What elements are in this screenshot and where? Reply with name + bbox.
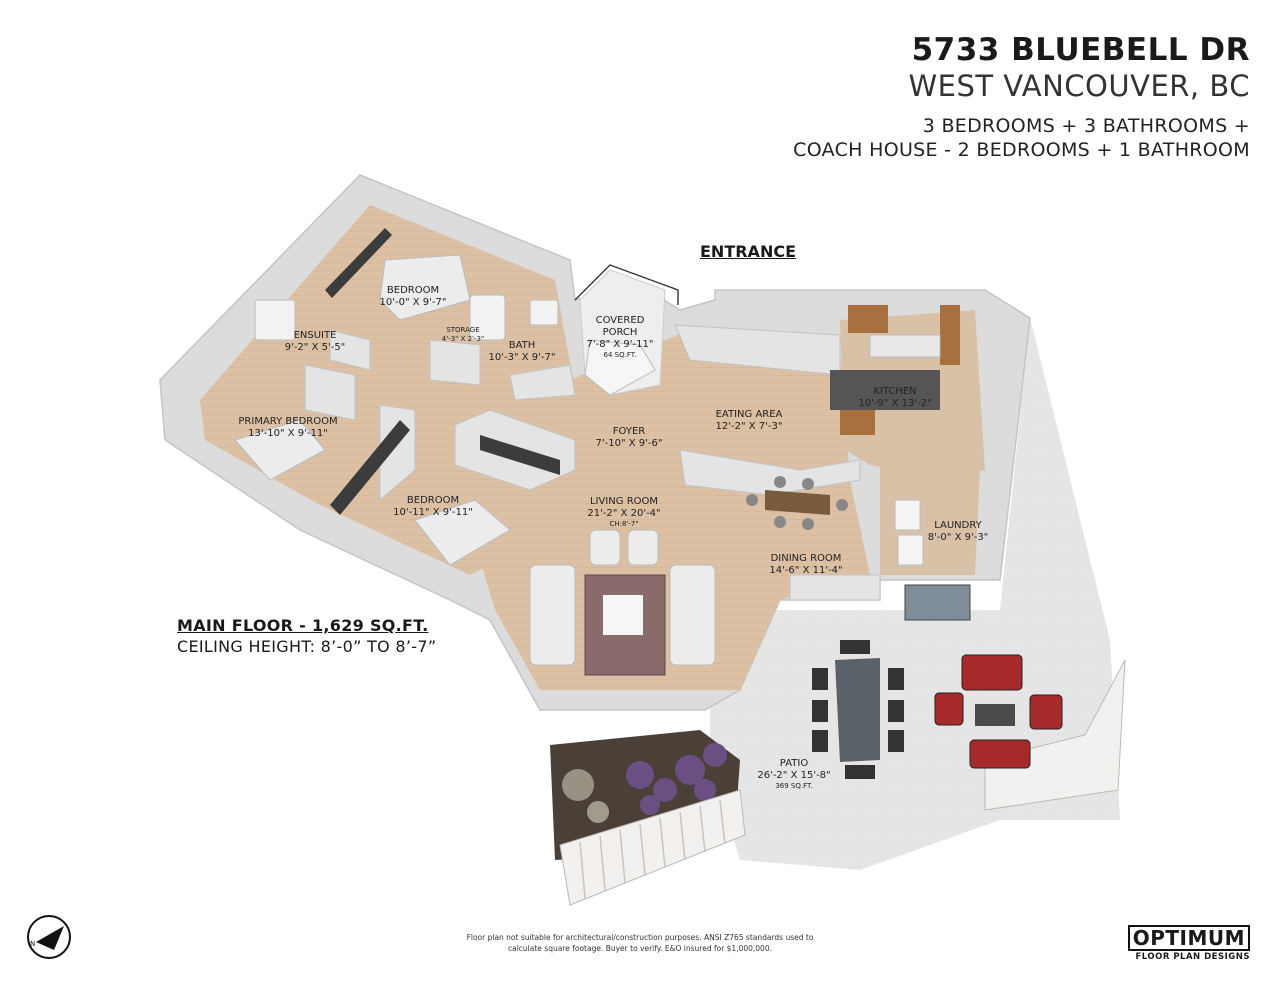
room-dims: 10'-3" X 9'-7" — [488, 352, 556, 363]
room-primary-bedroom: PRIMARY BEDROOM 13'-10" X 9'-11" — [238, 416, 337, 440]
room-name: PATIO — [779, 758, 809, 769]
floor-info: MAIN FLOOR - 1,629 SQ.FT. CEILING HEIGHT… — [177, 616, 436, 656]
room-bath: BATH 10'-3" X 9'-7" — [489, 340, 556, 364]
north-arrow-icon: N — [27, 915, 71, 959]
room-name: ENSUITE — [293, 330, 337, 341]
room-name: LIVING ROOM — [589, 496, 659, 507]
room-kitchen: KITCHEN 10'-9" X 13'-2" — [858, 386, 931, 410]
svg-text:N: N — [30, 940, 35, 948]
room-area: 64 SQ.FT. — [603, 351, 637, 359]
room-name: BEDROOM — [386, 285, 440, 296]
room-covered-porch: COVERED PORCH 7'-8" X 9'-11" 64 SQ.FT. — [587, 315, 654, 360]
optimum-logo: OPTIMUM FLOOR PLAN DESIGNS — [1127, 925, 1250, 962]
room-dims: 7'-10" X 9'-6" — [595, 438, 663, 449]
room-dims: 14'-6" X 11'-4" — [769, 565, 843, 576]
room-laundry: LAUNDRY 8'-0" X 9'-3" — [928, 520, 989, 544]
room-dining-room: DINING ROOM 14'-6" X 11'-4" — [769, 553, 842, 577]
fence-bottom — [559, 789, 746, 906]
room-dims: 12'-2" X 7'-3" — [715, 421, 783, 432]
patio-dining-table — [835, 658, 880, 762]
room-name: FOYER — [612, 426, 646, 437]
fence-right — [984, 659, 1126, 811]
room-name-line1: COVERED — [595, 315, 645, 326]
room-name-line2: PORCH — [602, 327, 638, 338]
bbq — [904, 584, 971, 621]
disclaimer-line-1: Floor plan not suitable for architectura… — [466, 933, 814, 942]
room-living-room: LIVING ROOM 21'-2" X 20'-4" CH:8'-7" — [587, 496, 660, 529]
room-name: KITCHEN — [873, 386, 917, 397]
disclaimer: Floor plan not suitable for architectura… — [440, 932, 840, 954]
room-dims: 8'-0" X 9'-3" — [927, 532, 989, 543]
room-foyer: FOYER 7'-10" X 9'-6" — [596, 426, 663, 450]
address-title: 5733 BLUEBELL DR — [911, 32, 1250, 68]
room-ceiling-height: CH:8'-7" — [609, 520, 639, 528]
bedroom-furniture — [234, 254, 511, 566]
room-dims: 26'-2" X 15'-8" — [757, 770, 831, 781]
disclaimer-line-2: calculate square footage. Buyer to verif… — [507, 944, 772, 953]
room-dims: 7'-8" X 9'-11" — [586, 339, 654, 350]
room-name: STORAGE — [446, 326, 480, 334]
room-dims: 10'-9" X 13'-2" — [858, 398, 932, 409]
summary-line-1: 3 BEDROOMS + 3 BATHROOMS + — [922, 115, 1250, 137]
room-name: BATH — [508, 340, 536, 351]
room-name: LAUNDRY — [934, 520, 982, 531]
room-storage: STORAGE 4'-3" X 2'-3" — [442, 326, 484, 344]
room-bedroom-top: BEDROOM 10'-0" X 9'-7" — [380, 285, 447, 309]
room-dims: 13'-10" X 9'-11" — [248, 428, 328, 439]
dining-table — [765, 490, 830, 515]
room-name: BEDROOM — [406, 495, 460, 506]
room-bedroom-mid: BEDROOM 10'-11" X 9'-11" — [393, 495, 473, 519]
entrance-label: ENTRANCE — [700, 242, 796, 261]
room-area: 369 SQ.FT. — [775, 782, 813, 790]
city-subtitle: WEST VANCOUVER, BC — [908, 69, 1250, 103]
room-dims: 10'-11" X 9'-11" — [393, 507, 473, 518]
logo-wordmark: OPTIMUM — [1127, 925, 1250, 951]
logo-tagline: FLOOR PLAN DESIGNS — [1135, 952, 1250, 962]
room-ensuite: ENSUITE 9'-2" X 5'-5" — [285, 330, 346, 354]
room-name: DINING ROOM — [770, 553, 842, 564]
room-name: PRIMARY BEDROOM — [238, 416, 338, 427]
room-dims: 21'-2" X 20'-4" — [587, 508, 661, 519]
listing-header: 5733 BLUEBELL DR WEST VANCOUVER, BC 3 BE… — [793, 32, 1250, 162]
summary-line-2: COACH HOUSE - 2 BEDROOMS + 1 BATHROOM — [793, 139, 1250, 161]
room-patio: PATIO 26'-2" X 15'-8" 369 SQ.FT. — [757, 758, 830, 791]
room-dims: 10'-0" X 9'-7" — [379, 297, 447, 308]
room-eating-area: EATING AREA 12'-2" X 7'-3" — [716, 409, 783, 433]
room-dims: 9'-2" X 5'-5" — [284, 342, 346, 353]
room-name: EATING AREA — [715, 409, 783, 420]
room-dims: 4'-3" X 2'-3" — [441, 335, 485, 343]
floor-main — [480, 330, 870, 690]
floor-area-label: MAIN FLOOR - 1,629 SQ.FT. — [177, 616, 429, 635]
ceiling-height-label: CEILING HEIGHT: 8’-0” TO 8’-7” — [177, 637, 437, 656]
